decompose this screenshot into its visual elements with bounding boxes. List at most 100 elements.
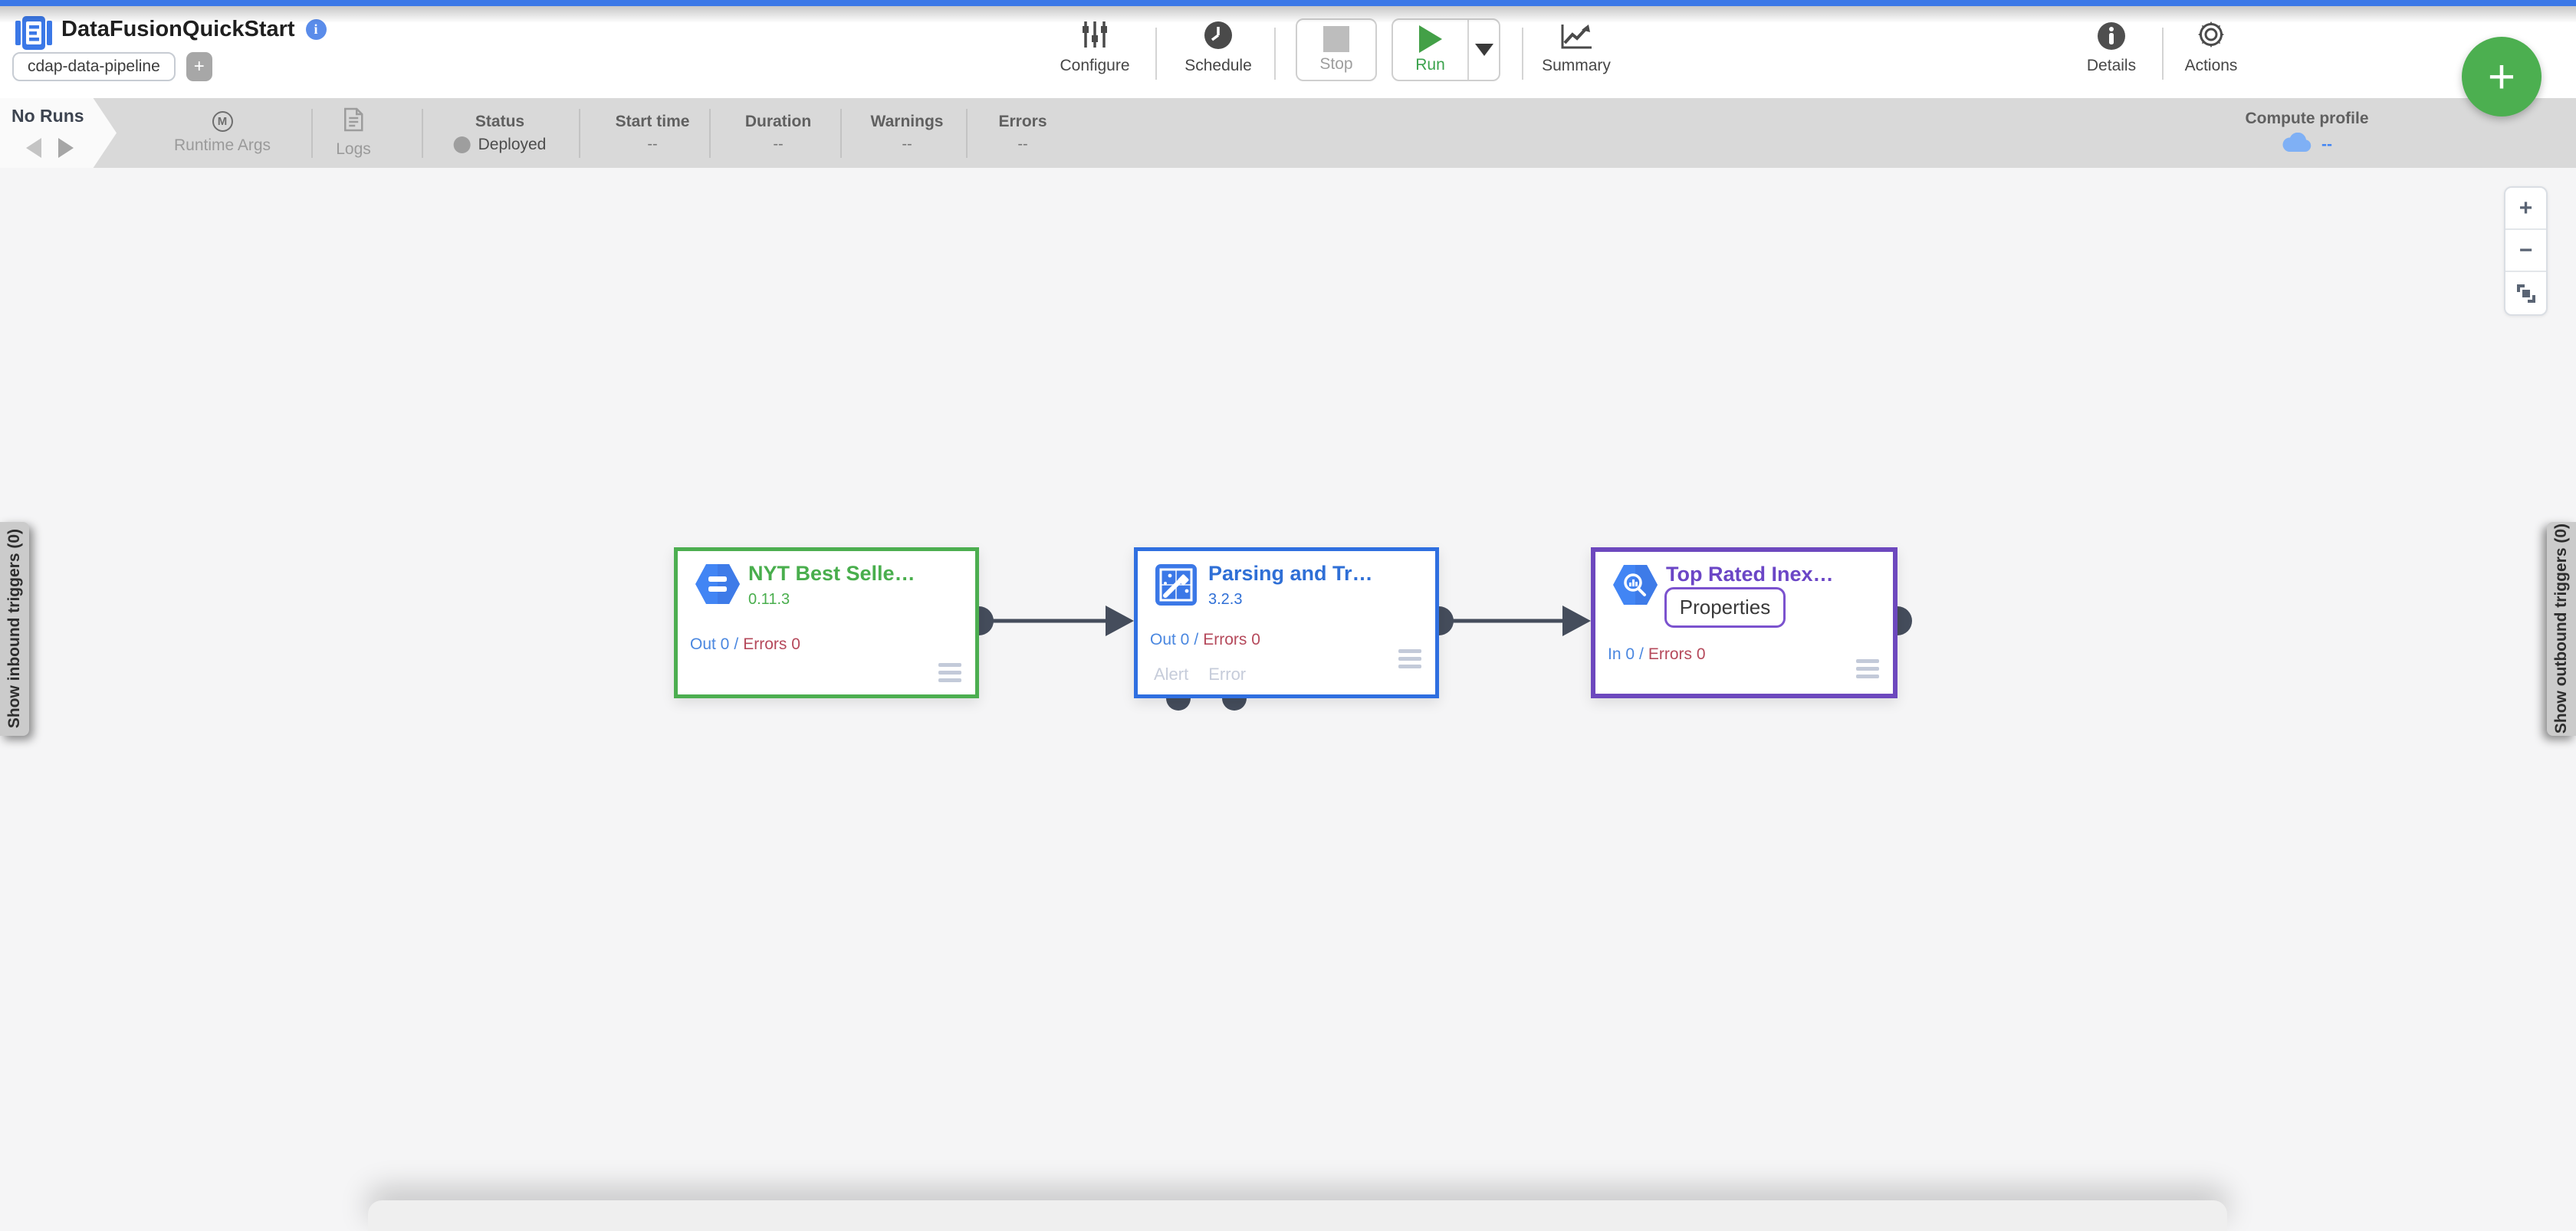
runtime-args-button[interactable]: M Runtime Args xyxy=(174,98,271,168)
warnings-label: Warnings xyxy=(870,113,944,130)
zoom-in-button[interactable]: + xyxy=(2505,188,2546,230)
summary-button[interactable]: Summary xyxy=(1530,17,1623,90)
divider xyxy=(1522,28,1523,80)
play-icon xyxy=(1418,25,1442,53)
node-menu-icon[interactable] xyxy=(1856,659,1879,678)
out-records-link[interactable]: Out 0 xyxy=(1150,631,1190,648)
logs-icon xyxy=(343,107,363,136)
errors-value: -- xyxy=(1017,136,1028,153)
pipeline-node-transform[interactable]: Parsing and Tr… 3.2.3 Out 0/Errors 0 Ale… xyxy=(1134,547,1439,698)
stop-label: Stop xyxy=(1319,55,1353,73)
logs-label: Logs xyxy=(336,140,371,158)
inbound-triggers-label: Show inbound triggers (0) xyxy=(5,529,23,729)
metrics-separator: / xyxy=(1194,631,1199,648)
duration-value: -- xyxy=(773,136,784,153)
pipeline-node-sink[interactable]: Top Rated Inex… Properties In 0/Errors 0 xyxy=(1591,547,1898,698)
divider xyxy=(1155,28,1157,80)
add-entity-fab-button[interactable]: + xyxy=(2462,37,2542,117)
warnings-column: Warnings -- xyxy=(871,98,944,168)
node-version: 3.2.3 xyxy=(1208,591,1243,608)
error-port-label: Error xyxy=(1208,665,1247,684)
node-version: 0.11.3 xyxy=(748,591,790,608)
node-metrics: Out 0/Errors 0 xyxy=(690,635,800,654)
configure-label: Configure xyxy=(1060,57,1130,74)
outbound-triggers-tab[interactable]: Show outbound triggers (0) xyxy=(2547,522,2576,736)
schedule-button[interactable]: Schedule xyxy=(1171,17,1265,90)
status-column: Status Deployed xyxy=(453,98,547,168)
warnings-value: -- xyxy=(902,136,912,153)
node-title: Top Rated Inex… xyxy=(1666,563,1834,586)
pipeline-node-source[interactable]: NYT Best Selle… 0.11.3 Out 0/Errors 0 xyxy=(674,547,979,698)
run-options-dropdown[interactable] xyxy=(1467,20,1499,80)
configure-button[interactable]: Configure xyxy=(1048,17,1142,90)
alert-port-label: Alert xyxy=(1154,665,1189,684)
sliders-icon xyxy=(1079,17,1110,51)
no-runs-label: No Runs xyxy=(12,106,84,126)
fit-to-screen-icon xyxy=(2516,284,2535,303)
inbound-triggers-tab[interactable]: Show inbound triggers (0) xyxy=(0,522,29,736)
canvas-zoom-controls: + − xyxy=(2504,186,2548,316)
cloud-icon xyxy=(2282,132,2312,156)
node-port-labels: Alert Error xyxy=(1154,665,1246,684)
divider xyxy=(2162,28,2164,80)
pipeline-info-icon[interactable]: i xyxy=(305,19,327,40)
details-button[interactable]: Details xyxy=(2073,17,2150,90)
gcs-hexagon-icon xyxy=(695,564,740,604)
error-records-link[interactable]: Errors 0 xyxy=(1203,631,1260,648)
out-records-link[interactable]: Out 0 xyxy=(690,635,730,653)
outbound-triggers-label: Show outbound triggers (0) xyxy=(2552,524,2570,734)
divider xyxy=(966,109,968,158)
run-label: Run xyxy=(1415,56,1445,74)
zoom-out-button[interactable]: − xyxy=(2505,230,2546,272)
fit-to-screen-button[interactable] xyxy=(2505,272,2546,314)
summary-label: Summary xyxy=(1542,57,1611,74)
schedule-label: Schedule xyxy=(1184,57,1252,74)
next-run-button[interactable] xyxy=(58,138,74,158)
node-menu-icon[interactable] xyxy=(938,663,961,682)
actions-button[interactable]: Actions xyxy=(2173,17,2249,90)
divider xyxy=(579,109,580,158)
error-records-link[interactable]: Errors 0 xyxy=(743,635,800,653)
in-records-link[interactable]: In 0 xyxy=(1608,645,1635,663)
runs-status-bar: No Runs M Runtime Args Logs Status Deplo… xyxy=(0,98,2576,168)
node-menu-icon[interactable] xyxy=(1398,649,1421,668)
details-label: Details xyxy=(2086,57,2137,74)
node-title: NYT Best Selle… xyxy=(748,562,915,585)
error-records-link[interactable]: Errors 0 xyxy=(1648,645,1706,663)
node-metrics: Out 0/Errors 0 xyxy=(1150,631,1260,649)
prev-run-button[interactable] xyxy=(26,138,41,158)
bigquery-hexagon-icon xyxy=(1613,565,1658,605)
logs-button[interactable]: Logs xyxy=(336,98,371,168)
compute-profile-label: Compute profile xyxy=(2245,110,2369,127)
compute-profile-column[interactable]: Compute profile -- xyxy=(2246,98,2369,168)
add-tag-button[interactable]: + xyxy=(186,52,212,81)
run-button[interactable]: Run xyxy=(1393,20,1467,80)
chart-line-icon xyxy=(1559,17,1593,51)
info-circle-icon xyxy=(2097,17,2126,51)
compute-profile-value: -- xyxy=(2321,135,2332,153)
top-header: DataFusionQuickStart i cdap-data-pipelin… xyxy=(0,0,2576,98)
start-time-label: Start time xyxy=(615,113,690,130)
metrics-separator: / xyxy=(734,635,739,653)
node-title: Parsing and Tr… xyxy=(1208,562,1373,585)
actions-label: Actions xyxy=(2184,57,2238,74)
divider xyxy=(840,109,842,158)
duration-label: Duration xyxy=(744,113,812,130)
bottom-panel-shadow xyxy=(368,1200,2227,1231)
cdap-logo-icon[interactable] xyxy=(15,15,52,51)
errors-column: Errors -- xyxy=(998,98,1046,168)
stop-button[interactable]: Stop xyxy=(1296,18,1377,81)
gear-icon xyxy=(2195,17,2227,51)
status-value: Deployed xyxy=(478,135,547,153)
start-time-column: Start time -- xyxy=(616,98,690,168)
node-properties-button[interactable]: Properties xyxy=(1664,587,1786,628)
caret-down-icon xyxy=(1474,44,1493,56)
divider xyxy=(311,109,313,158)
macro-icon: M xyxy=(212,111,233,132)
runtime-args-label: Runtime Args xyxy=(173,136,271,154)
divider xyxy=(1274,28,1276,80)
pipeline-type-tag: cdap-data-pipeline xyxy=(12,52,176,81)
status-dot-icon xyxy=(453,136,471,153)
wrangler-icon xyxy=(1155,564,1197,606)
clock-icon xyxy=(1203,17,1234,51)
